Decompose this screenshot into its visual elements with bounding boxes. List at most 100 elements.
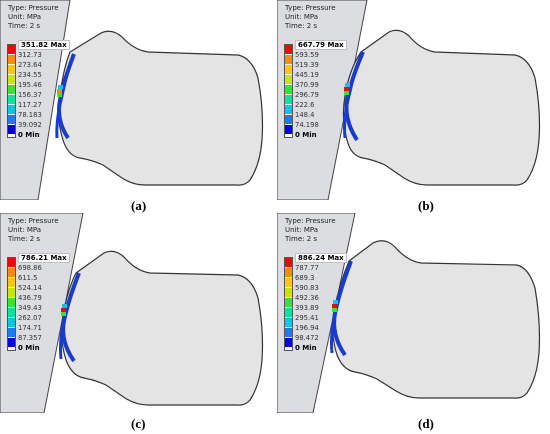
legend-tick: 148.4 [295,111,315,119]
contact-zone-outer [343,53,364,139]
legend-min: 0 Min [295,131,317,139]
legend-tick: 273.64 [18,61,42,69]
workpiece-body [342,29,541,186]
contact-hotspot [58,85,63,89]
contact-hotspot [62,304,67,308]
legend-tick: 87.357 [18,334,42,342]
swatch [8,85,15,94]
swatch [8,65,15,74]
legend-swatches [284,257,293,351]
swatch [285,308,292,317]
legend-tick: 492.36 [295,294,319,302]
legend-tick: 593.59 [295,51,319,59]
legend-tick: 611.5 [18,274,38,282]
result-unit: Unit: MPa [285,226,319,234]
panel-caption: (c) [131,416,146,431]
swatch [285,318,292,327]
result-time: Time: 2 s [8,22,41,30]
simulation-view [277,213,541,413]
legend-tick: 787.77 [295,264,319,272]
legend-max: 886.24 Max [295,253,347,263]
legend-min: 0 Min [18,344,40,352]
simulation-view [277,0,541,200]
swatch [285,95,292,104]
result-unit: Unit: MPa [8,226,42,234]
swatch [285,288,292,297]
legend-tick: 370.99 [295,81,319,89]
panel-caption: (d) [418,416,434,431]
legend-tick: 519.39 [295,61,319,69]
legend-min: 0 Min [18,131,40,139]
legend-tick: 436.79 [18,294,42,302]
swatch [285,298,292,307]
panel-a: Type: Pressure Unit: MPa Time: 2 s 351.8… [0,0,272,213]
swatch [285,328,292,337]
simulation-view [0,213,264,413]
swatch [285,85,292,94]
legend-tick: 78.183 [18,111,42,119]
result-time: Time: 2 s [285,22,318,30]
result-header: Type: Pressure Unit: MPa Time: 2 s [285,4,336,31]
swatch [285,55,292,64]
panel-b: Type: Pressure Unit: MPa Time: 2 s 667.7… [277,0,549,213]
contact-hotspot [57,89,62,93]
contact-hotspot [57,93,62,97]
swatch [8,308,15,317]
contact-hotspot [345,83,350,87]
legend-tick: 445.19 [295,71,319,79]
legend-tick: 156.37 [18,91,42,99]
result-unit: Unit: MPa [285,13,319,21]
wall-region [0,0,71,200]
legend-max: 786.21 Max [18,253,70,263]
simulation-view [0,0,264,200]
swatch [8,268,15,277]
swatch [285,278,292,287]
contact-hotspot [344,87,349,91]
swatch [8,338,15,347]
swatch [8,328,15,337]
swatch [8,125,15,134]
legend-tick: 590.83 [295,284,319,292]
legend-tick: 74.198 [295,121,319,129]
result-unit: Unit: MPa [8,13,42,21]
swatch [8,95,15,104]
workpiece-body [57,30,264,186]
legend-tick: 349.43 [18,304,42,312]
swatch [8,115,15,124]
swatch [8,258,15,267]
swatch [285,75,292,84]
swatch [285,268,292,277]
panel-caption: (a) [131,198,147,213]
swatch [285,125,292,134]
wall-region [0,213,84,413]
swatch [8,318,15,327]
result-header: Type: Pressure Unit: MPa Time: 2 s [8,4,59,31]
panel-c: Type: Pressure Unit: MPa Time: 2 s 786.2… [0,213,272,431]
swatch [8,298,15,307]
legend-tick: 174.71 [18,324,42,332]
legend-tick: 234.55 [18,71,42,79]
legend-tick: 689.3 [295,274,315,282]
swatch [285,105,292,114]
contact-hotspot [61,312,66,316]
swatch [8,75,15,84]
legend-swatches [7,257,16,351]
contact-hotspot [333,300,338,304]
result-time: Time: 2 s [285,235,318,243]
result-type: Type: Pressure [8,217,59,225]
swatch [8,278,15,287]
legend-tick: 195.46 [18,81,42,89]
panel-d: Type: Pressure Unit: MPa Time: 2 s 886.2… [277,213,549,431]
legend-tick: 296.79 [295,91,319,99]
legend-tick: 295.41 [295,314,319,322]
contact-hotspot [344,91,349,95]
legend-tick: 262.07 [18,314,42,322]
legend-tick: 698.86 [18,264,42,272]
legend-min: 0 Min [295,344,317,352]
result-type: Type: Pressure [285,217,336,225]
swatch [285,65,292,74]
result-type: Type: Pressure [285,4,336,12]
legend-swatches [7,44,16,138]
swatch [285,115,292,124]
legend-tick: 196.94 [295,324,319,332]
